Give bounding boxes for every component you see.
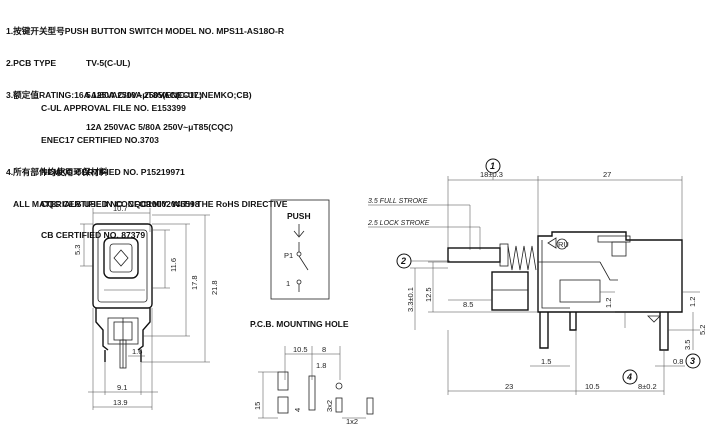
front-view: 10.7 5.3 11.6 17.8 21.8	[73, 204, 219, 410]
spec-pcb-line: 2.PCB TYPE	[6, 57, 57, 68]
spec-rating-enec: 5A/80A 250V~μT85(ENEC17;NEMKO;CB)	[86, 89, 252, 100]
callout-4	[622, 369, 638, 385]
dim-front-overall: 13.9	[113, 398, 128, 407]
callout-3	[685, 353, 701, 369]
spec-rating-block: TV-5(C-UL) 5A/80A 250V~μT85(ENEC17;NEMKO…	[86, 37, 252, 143]
side-dim-23: 23	[505, 382, 513, 391]
pcb-dim-a: 10.5	[293, 345, 308, 354]
side-dim-3-3: 3.3±0.1	[406, 287, 415, 312]
dim-front-pin: 1.6	[132, 347, 142, 356]
spec-model-line: 1.按键开关型号PUSH BUTTON SWITCH MODEL NO. MPS…	[6, 26, 285, 37]
pcb-mounting-hole: P.C.B. MOUNTING HOLE 10.5 8 1.8 15 3x2 4…	[250, 319, 374, 426]
push-p1-label: P1	[284, 251, 293, 260]
side-dim-8-0-2: 8±0.2	[638, 382, 657, 391]
spec-cert-block: C-UL APPROVAL FILE NO. E153399 ENEC17 CE…	[41, 82, 200, 252]
side-dim-1-5: 1.5	[541, 357, 551, 366]
callout-4-label: 4	[626, 372, 632, 382]
callout-3-label: 3	[690, 356, 695, 366]
svg-text:RU: RU	[558, 240, 569, 249]
dim-front-h3: 17.8	[190, 275, 199, 290]
side-dim-0-8: 0.8	[673, 357, 683, 366]
spec-cert-nemko: NEMKO CERTIFIED NO. P15219971	[41, 166, 185, 177]
spec-cert-cul: C-UL APPROVAL FILE NO. E153399	[41, 103, 186, 114]
pcb-dim-c: 1.8	[316, 361, 326, 370]
pcb-dim-b: 8	[322, 345, 326, 354]
side-dim-1-2b: 1.2	[688, 297, 697, 307]
dim-front-h2: 11.6	[169, 258, 178, 272]
spec-rohs-block: 4.所有部件均使用环保材料 ALL MATERIALS USE IN CONFO…	[6, 146, 288, 220]
spec-rohs-en: ALL MATERIALS USE IN CONFORMIY WITH THE …	[13, 198, 288, 209]
side-dim-27: 27	[603, 170, 611, 179]
spec-rohs-cn: 4.所有部件均使用环保材料	[6, 167, 108, 178]
push-1-label: 1	[286, 279, 290, 288]
callout-1-label: 1	[490, 161, 495, 171]
dim-front-h4: 21.8	[210, 280, 219, 295]
pcb-title: P.C.B. MOUNTING HOLE	[250, 319, 349, 329]
side-dim-5-2: 5.2	[698, 325, 707, 335]
dim-front-pinpitch: 9.1	[117, 383, 127, 392]
spec-rating-tv5: TV-5(C-UL)	[86, 58, 131, 69]
lock-stroke-label: 2.5 LOCK STROKE	[367, 220, 430, 227]
side-view: 18±0.3 27 1 3.5 FULL STROKE 2.5 LOCK STR…	[367, 158, 707, 395]
side-dim-12-5: 12.5	[424, 287, 433, 302]
dim-front-width: 10.7	[113, 204, 128, 213]
spec-cert-cqc: CQC CERTIFIED NO. CQC10002046598	[41, 198, 200, 209]
side-dim-10-5: 10.5	[585, 382, 600, 391]
spec-block: 1.按键开关型号PUSH BUTTON SWITCH MODEL NO. MPS…	[6, 5, 284, 111]
pcb-dim-d: 15	[253, 402, 262, 410]
pcb-dim-f: 4	[293, 408, 302, 412]
dim-front-h1: 5.3	[73, 245, 82, 255]
side-dim-8-5: 8.5	[463, 300, 473, 309]
side-dim-3-5: 3.5	[683, 340, 692, 350]
push-symbol-box: PUSH P1 1	[270, 199, 330, 300]
pcb-dim-g: 1x2	[346, 417, 358, 426]
spec-rating-cqc: 12A 250VAC 5/80A 250V~μT85(CQC)	[86, 121, 234, 132]
push-title: PUSH	[287, 211, 311, 221]
side-dim-1-2a: 1.2	[604, 298, 613, 308]
spec-cert-enec: ENEC17 CERTIFIED NO.3703	[41, 134, 159, 145]
spec-rating-line: 3.额定值RATING:16A 125VAC/10A 250VAC(C-UL)	[6, 89, 203, 100]
pcb-dim-e: 3x2	[325, 400, 334, 412]
callout-2-label: 2	[400, 256, 406, 266]
side-dim-18: 18±0.3	[480, 170, 503, 179]
spec-cert-cb: CB CERTIFIED NO. 87379	[41, 230, 146, 241]
full-stroke-label: 3.5 FULL STROKE	[368, 198, 428, 205]
